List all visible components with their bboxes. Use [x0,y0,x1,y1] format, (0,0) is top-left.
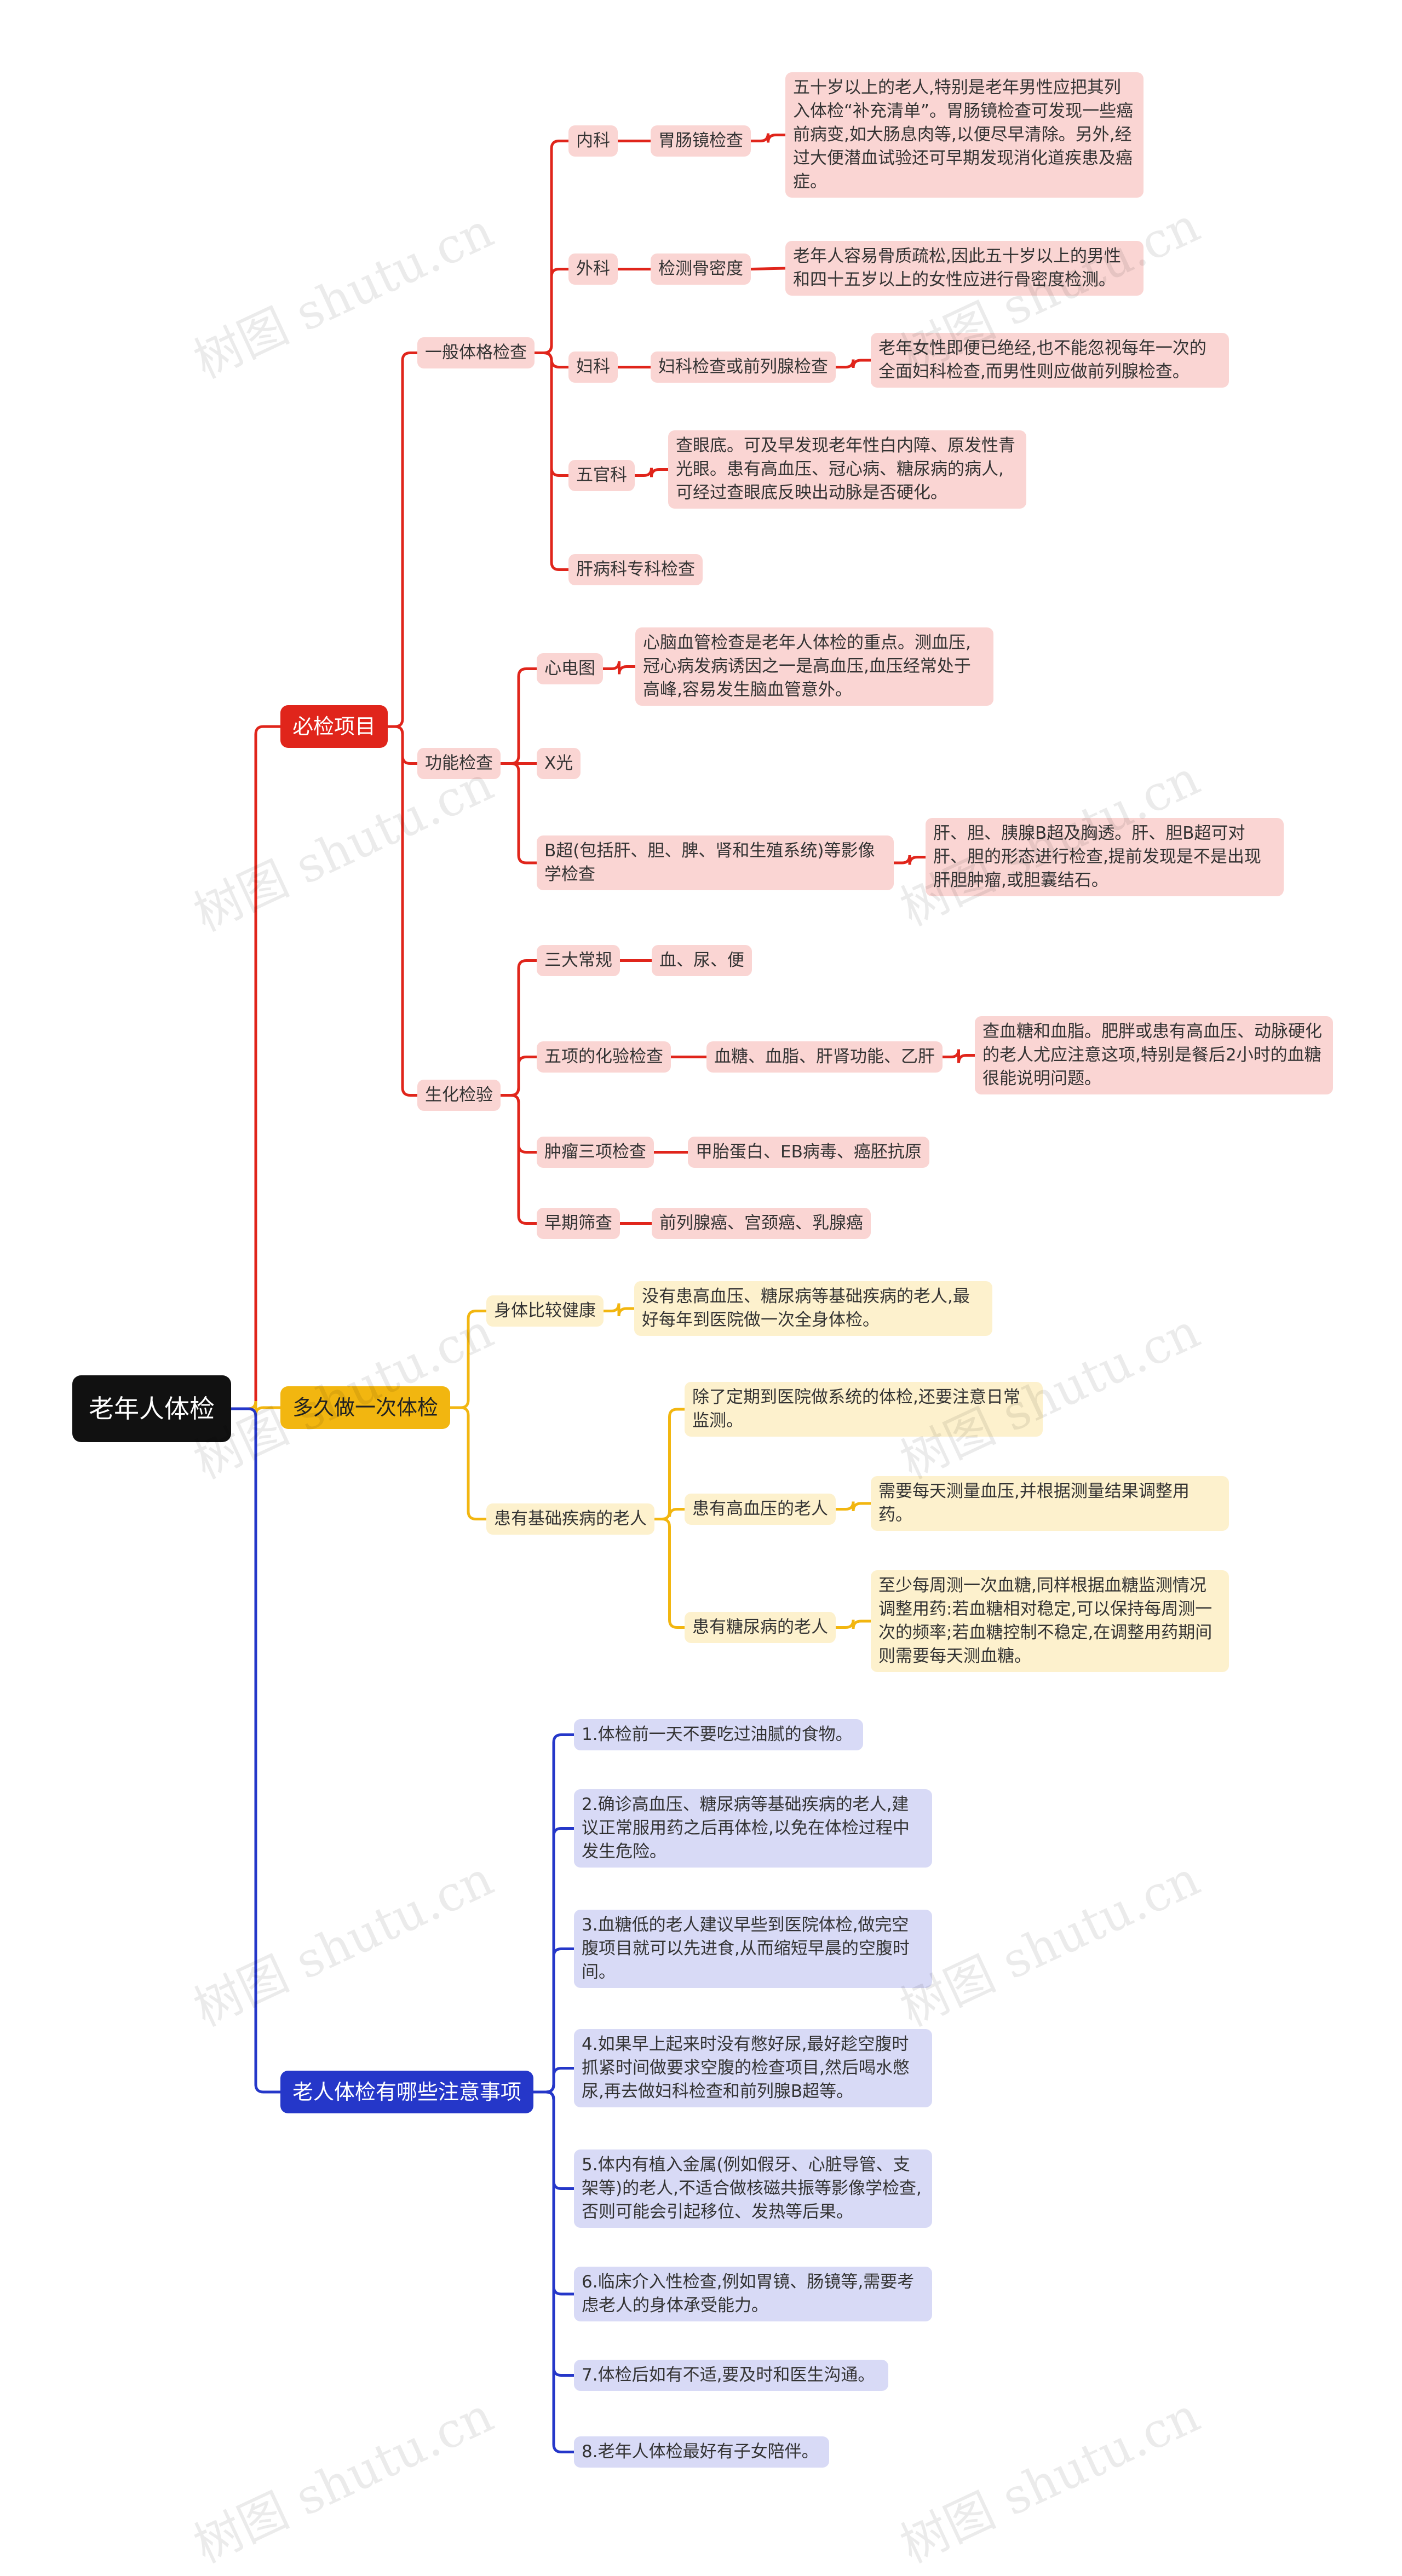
desc-chronic-note: 除了定期到医院做系统的体检,还要注意日常监测。 [685,1382,1043,1437]
connector-line [450,1310,486,1409]
connector-line [751,133,785,143]
connector-line [604,1303,634,1317]
connector-line [535,351,568,571]
node-diabetes[interactable]: 患有糖尿病的老人 [685,1612,836,1643]
node-early-items[interactable]: 前列腺癌、宫颈癌、乳腺癌 [652,1208,871,1239]
connector-line [231,1407,280,2094]
connector-line [654,1408,685,1520]
node-hypertension[interactable]: 患有高血压的老人 [685,1494,836,1525]
connector-line [388,351,417,728]
connector-line [450,1406,486,1520]
connector-line [388,725,417,1097]
precaution-item-6: 6.临床介入性检查,例如胃镜、肠镜等,需要考虑老人的身体承受能力。 [574,2267,932,2321]
precaution-item-1: 1.体检前一天不要吃过油腻的食物。 [574,1719,863,1750]
root-topic[interactable]: 老年人体检 [72,1375,231,1442]
branch-required-checks[interactable]: 必检项目 [280,705,388,748]
connector-line [836,1501,871,1512]
desc-healthy: 没有患高血压、糖尿病等基础疾病的老人,最好每年到医院做一次全身体检。 [634,1281,992,1336]
node-biochem-tests[interactable]: 生化检验 [417,1080,501,1111]
connector-line [501,667,537,765]
node-xray[interactable]: X光 [537,748,581,779]
connector-line [836,359,871,368]
connector-line [894,855,926,865]
desc-gyn-or-prostate: 老年女性即便已绝经,也不能忽视每年一次的全面妇科检查,而男性则应做前列腺检查。 [871,333,1229,388]
node-liver-specialist[interactable]: 肝病科专科检查 [568,554,703,585]
connector-line [231,725,280,1410]
node-gyn-or-prostate[interactable]: 妇科检查或前列腺检查 [651,351,836,383]
node-ecg[interactable]: 心电图 [537,653,603,684]
connector-line [836,1620,871,1629]
node-gynecology[interactable]: 妇科 [568,351,618,383]
connector-line [501,1056,537,1097]
desc-gastroscopy: 五十岁以上的老人,特别是老年男性应把其列入体检“补充清单”。胃肠镜检查可发现一些… [785,72,1144,198]
branch-exam-frequency[interactable]: 多久做一次体检 [280,1386,451,1429]
connector-line [501,762,537,865]
precaution-item-8: 8.老年人体检最好有子女陪伴。 [574,2436,829,2468]
connector-line [501,1094,537,1225]
node-tumor-items[interactable]: 甲胎蛋白、EB病毒、癌胚抗原 [688,1137,929,1168]
desc-bone-density: 老年人容易骨质疏松,因此五十岁以上的男性和四十五岁以上的女性应进行骨密度检测。 [785,241,1144,296]
node-chronic-elderly[interactable]: 患有基础疾病的老人 [486,1503,654,1535]
node-gastroscopy[interactable]: 胃肠镜检查 [651,125,751,157]
node-tumor-markers[interactable]: 肿瘤三项检查 [537,1137,654,1168]
precaution-item-7: 7.体检后如有不适,要及时和医生沟通。 [574,2360,888,2391]
connector-line [750,267,786,270]
node-general-exam[interactable]: 一般体格检查 [417,337,535,368]
node-blood-urine-stool[interactable]: 血、尿、便 [652,945,752,976]
connector-line [603,661,635,675]
connector-line [535,268,568,354]
node-five-tests[interactable]: 五项的化验检查 [537,1041,671,1073]
node-bone-density[interactable]: 检测骨密度 [651,253,751,285]
precaution-item-3: 3.血糖低的老人建议早些到医院体检,做完空腹项目就可以先进食,从而缩短早晨的空腹… [574,1910,932,1988]
connector-line [533,2090,574,2453]
node-function-exam[interactable]: 功能检查 [417,748,501,779]
desc-ultrasound: 肝、胆、胰腺B超及胸透。肝、胆B超可对肝、胆的形态进行检查,提前发现是不是出现肝… [926,818,1284,896]
branch-precautions[interactable]: 老人体检有哪些注意事项 [280,2071,534,2113]
node-ultrasound[interactable]: B超(包括肝、胆、脾、肾和生殖系统)等影像学检查 [537,835,894,890]
precaution-item-5: 5.体内有植入金属(例如假牙、心脏导管、支架等)的老人,不适合做核磁共振等影像学… [574,2149,932,2228]
node-early-screening[interactable]: 早期筛查 [537,1208,620,1239]
node-five-tests-items[interactable]: 血糖、血脂、肝肾功能、乙肝 [706,1041,943,1073]
desc-diabetes: 至少每周测一次血糖,同样根据血糖监测情况调整用药:若血糖相对稳定,可以保持每周测… [871,1570,1229,1672]
connector-line [635,468,668,477]
desc-ecg: 心脑血管检查是老年人体检的重点。测血压,冠心病发病诱因之一是高血压,血压经常处于… [635,627,993,706]
desc-five-tests: 查血糖和血脂。肥胖或患有高血压、动脉硬化的老人尤应注意这项,特别是餐后2小时的血… [975,1016,1333,1094]
node-ent[interactable]: 五官科 [568,460,635,491]
connector-line [533,2067,574,2094]
node-healthy[interactable]: 身体比较健康 [486,1295,604,1327]
precaution-item-2: 2.确诊高血压、糖尿病等基础疾病的老人,建议正常服用药之后再体检,以免在体检过程… [574,1789,932,1868]
connector-line [654,1518,685,1629]
node-surgery[interactable]: 外科 [568,253,618,285]
desc-ent: 查眼底。可及早发现老年性白内障、原发性青光眼。患有高血压、冠心病、糖尿病的病人,… [668,430,1026,509]
connector-line [943,1049,975,1063]
precaution-item-4: 4.如果早上起来时没有憋好尿,最好趁空腹时抓紧时间做要求空腹的检查项目,然后喝水… [574,2029,932,2107]
node-internal-medicine[interactable]: 内科 [568,125,618,157]
node-three-routine[interactable]: 三大常规 [537,945,620,976]
desc-hypertension: 需要每天测量血压,并根据测量结果调整用药。 [871,1476,1229,1531]
